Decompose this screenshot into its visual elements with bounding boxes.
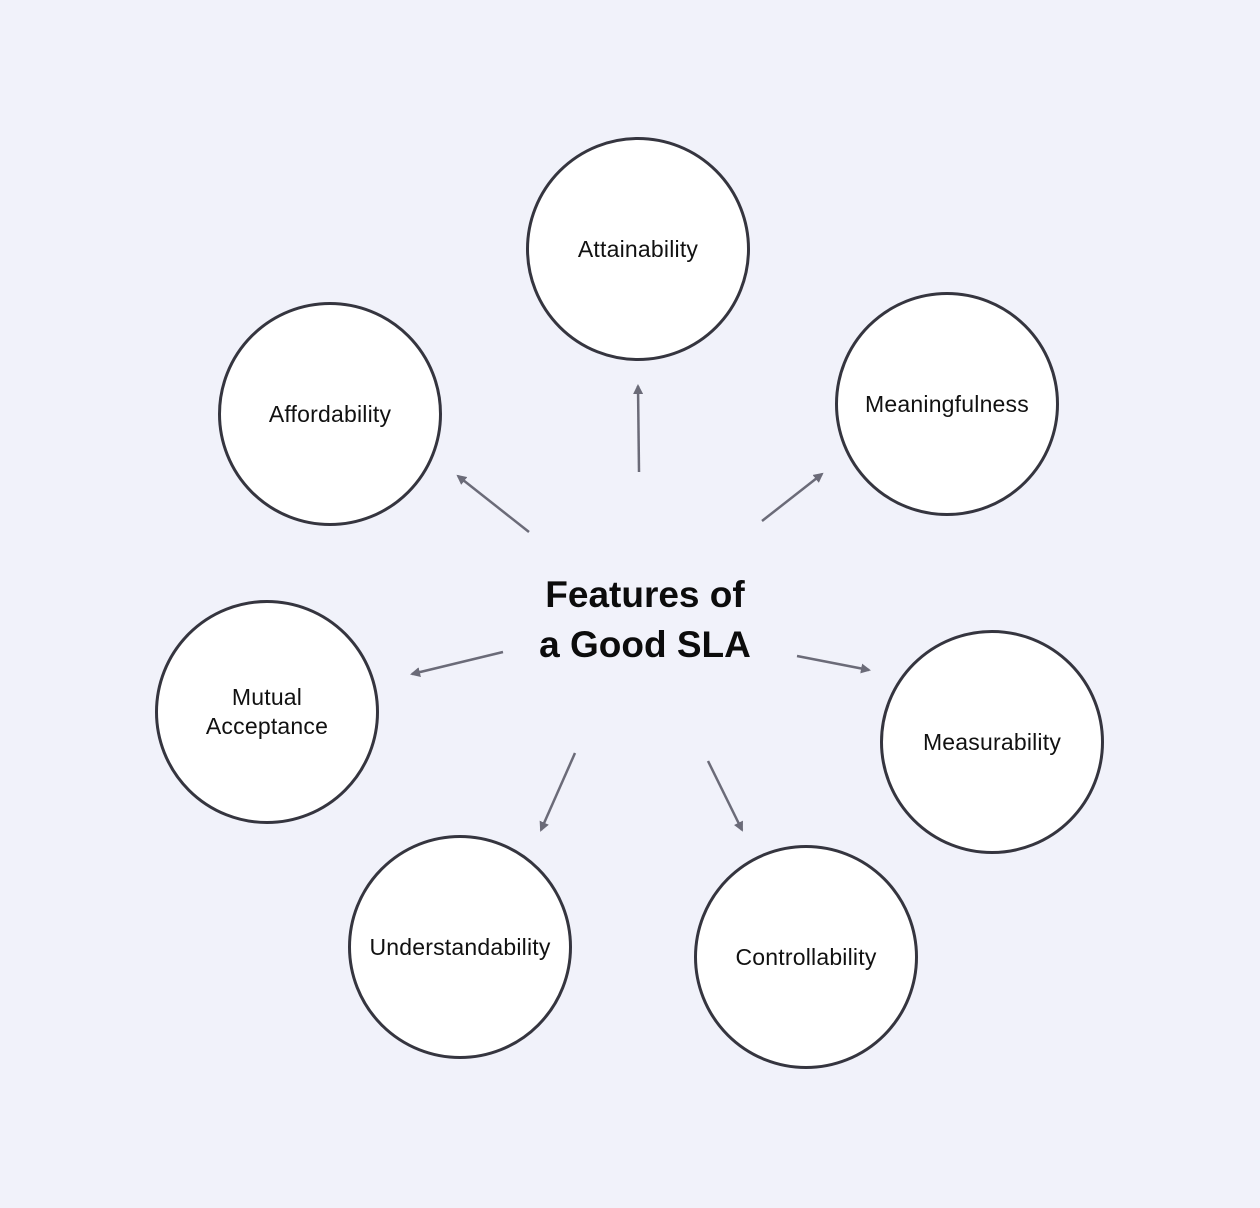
node-attainability: Attainability bbox=[526, 137, 750, 361]
node-meaningfulness: Meaningfulness bbox=[835, 292, 1059, 516]
node-affordability: Affordability bbox=[218, 302, 442, 526]
node-label: Mutual Acceptance bbox=[205, 684, 329, 739]
node-label: Understandability bbox=[369, 933, 551, 960]
arrow-to-mutual-acceptance bbox=[410, 650, 504, 677]
node-understandability: Understandability bbox=[348, 835, 572, 1059]
node-label: Affordability bbox=[268, 400, 392, 427]
node-controllability: Controllability bbox=[694, 845, 918, 1069]
arrow-to-affordability bbox=[456, 474, 530, 533]
center-title: Features of a Good SLA bbox=[539, 574, 751, 665]
node-label: Attainability bbox=[577, 235, 699, 262]
arrow-to-attainability bbox=[633, 384, 644, 473]
arrow-to-measurability bbox=[796, 654, 871, 674]
node-mutual-acceptance: Mutual Acceptance bbox=[155, 600, 379, 824]
node-label: Controllability bbox=[735, 943, 877, 970]
node-measurability: Measurability bbox=[880, 630, 1104, 854]
node-label: Meaningfulness bbox=[865, 390, 1029, 417]
arrow-to-meaningfulness bbox=[761, 472, 824, 522]
arrow-to-understandability bbox=[539, 752, 577, 832]
node-label: Measurability bbox=[922, 728, 1062, 755]
arrow-to-controllability bbox=[706, 760, 744, 832]
